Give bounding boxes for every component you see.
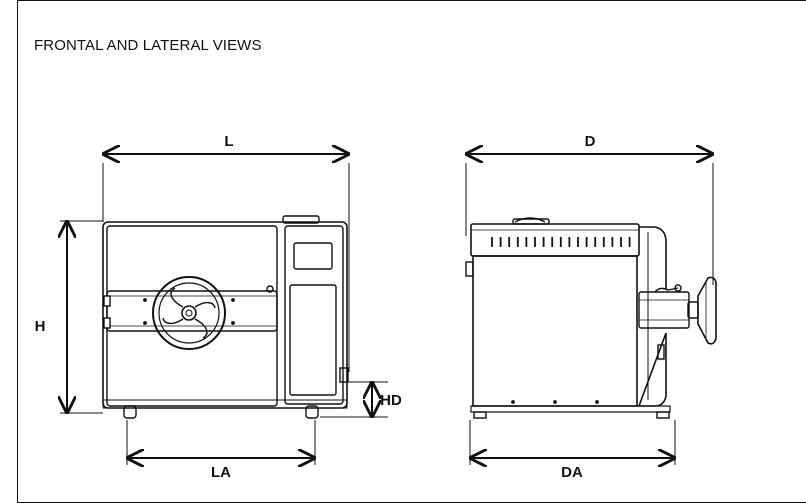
dim-label-H: H [35,318,46,335]
side-view [465,163,717,465]
dim-label-L: L [224,133,233,150]
diagram-title: FRONTAL AND LATERAL VIEWS [34,37,262,54]
front-view [60,163,388,465]
drawing-frame-top [17,0,806,1]
dim-label-HD: HD [380,392,402,409]
side-view-vents [491,237,631,247]
dim-label-D: D [585,133,596,150]
dim-label-LA: LA [211,464,231,481]
dimension-lines [67,154,712,458]
dim-label-DA: DA [561,464,583,481]
